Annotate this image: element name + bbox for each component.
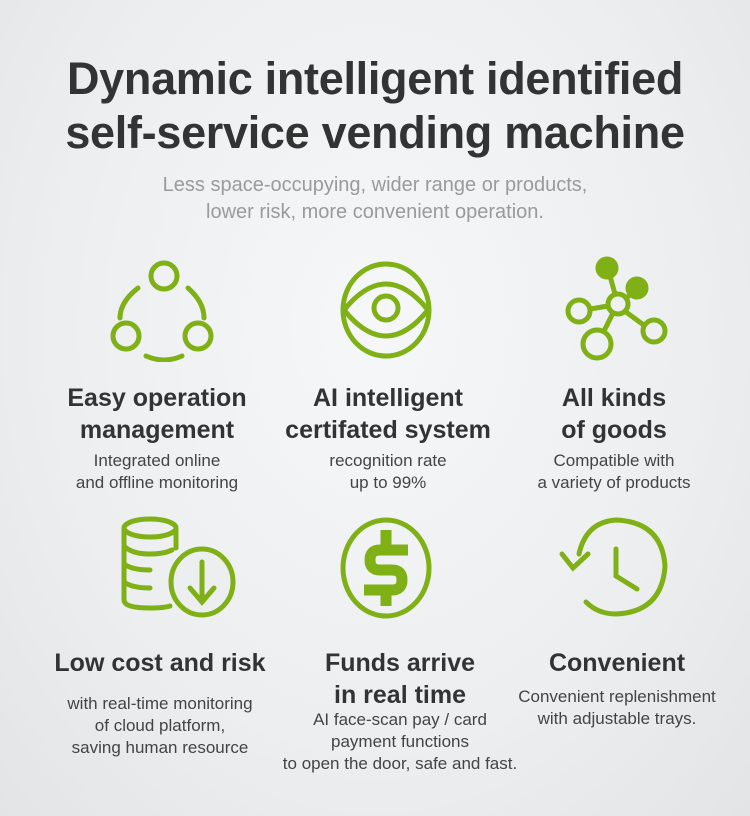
text-line: in real time [334,681,466,709]
text-line: management [79,416,235,444]
cycle-nodes-icon [110,260,214,362]
text-line: with real-time monitoring [67,694,253,713]
text-line: Convenient [548,649,686,677]
dollar-icon [340,517,432,619]
coins-download-icon [121,516,236,618]
subtitle-line: Less space-occupying, wider range or pro… [162,174,588,196]
text-line: Easy operation [67,384,247,412]
text-line: to open the door, safe and fast. [282,754,518,773]
text-line: AI face-scan pay / card [313,710,487,729]
feature-title: Low cost and risk [30,647,290,679]
text-line: of cloud platform, [94,716,226,735]
text-line: All kinds [561,384,667,412]
text-line: with adjustable trays. [537,709,697,728]
page-title: Dynamic intelligent identified self-serv… [0,52,750,160]
subtitle: Less space-occupying, wider range or pro… [0,172,750,226]
text-line: of goods [561,416,667,444]
feature-description: Integrated online and offline monitoring [17,450,297,494]
text-line: certifated system [285,416,491,444]
feature-title: Easy operation management [27,382,287,446]
text-line: and offline monitoring [75,473,239,492]
feature-description: with real-time monitoring of cloud platfo… [20,693,300,759]
text-line: Integrated online [93,451,221,470]
feature-description: AI face-scan pay / card payment functions… [250,709,550,775]
text-line: Compatible with [553,451,675,470]
feature-title: AI intelligent certifated system [258,382,518,446]
feature-title: All kinds of goods [484,382,744,446]
text-line: AI intelligent [313,384,463,412]
text-line: a variety of products [537,473,691,492]
title-line: self-service vending machine [65,107,685,158]
text-line: Convenient replenishment [518,687,716,706]
subtitle-line: lower risk, more convenient operation. [206,201,544,223]
network-nodes-icon [565,256,668,361]
text-line: up to 99% [349,473,427,492]
text-line: Low cost and risk [54,649,266,677]
clock-history-icon [559,517,668,617]
text-line: payment functions [331,732,469,751]
title-line: Dynamic intelligent identified [66,53,684,104]
feature-title: Funds arrive in real time [270,647,530,711]
feature-description: recognition rate up to 99% [248,450,528,494]
feature-title: Convenient [487,647,747,679]
feature-description: Compatible with a variety of products [474,450,750,494]
eye-icon [340,261,432,359]
feature-description: Convenient replenishment with adjustable … [477,686,750,730]
text-line: saving human resource [71,738,249,757]
text-line: recognition rate [329,451,447,470]
text-line: Funds arrive [324,649,476,677]
